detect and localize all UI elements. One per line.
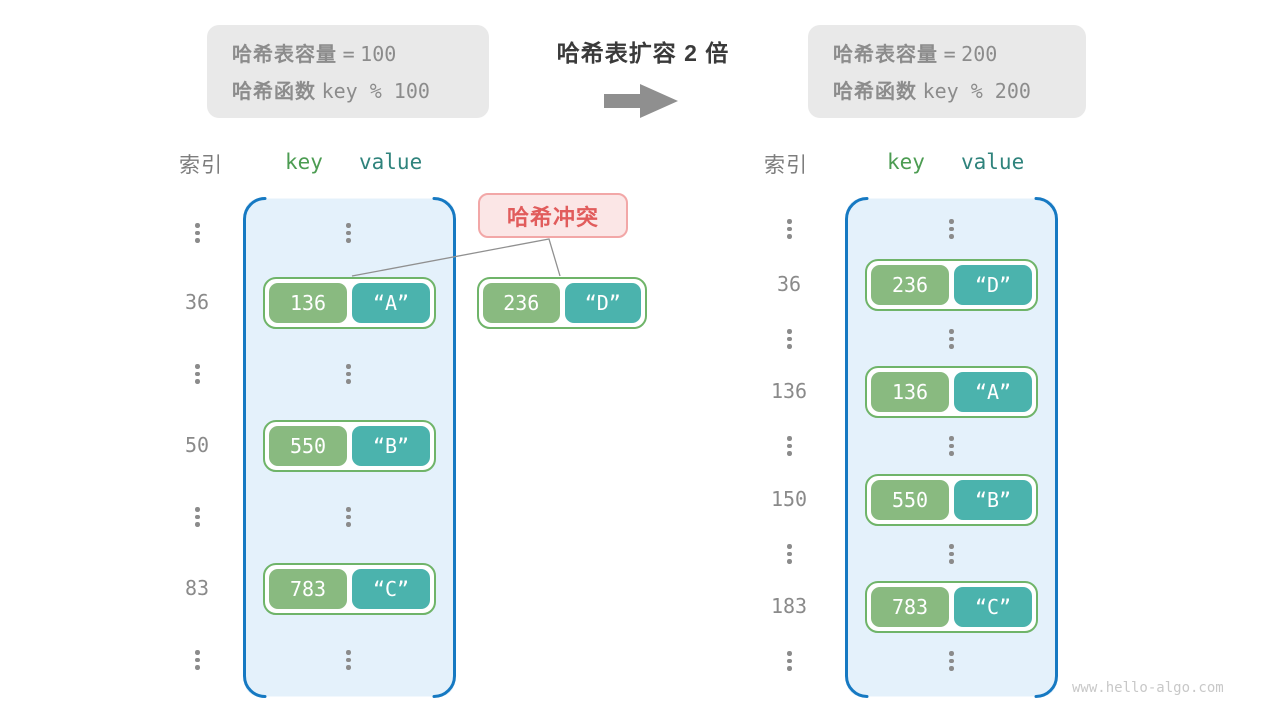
kv-pair: 550 “B”: [865, 474, 1038, 526]
pair-value: “D”: [954, 265, 1032, 305]
hash-fn-line: 哈希函数 key % 200: [833, 73, 1086, 110]
diagram-title: 哈希表扩容 2 倍: [556, 40, 730, 66]
capacity-value: 200: [961, 42, 998, 66]
hash-collision-badge: 哈希冲突: [478, 193, 628, 238]
ellipsis-dots: [346, 507, 351, 530]
pair-value: “C”: [352, 569, 430, 609]
capacity-eq: =: [342, 42, 355, 66]
hash-fn-label: 哈希函数: [232, 81, 316, 103]
ellipsis-dots: [787, 329, 792, 352]
ellipsis-dots: [949, 651, 954, 674]
key-header-right: key: [887, 150, 925, 174]
index-label: 36: [776, 272, 802, 296]
ellipsis-dots: [787, 219, 792, 242]
index-label: 150: [770, 487, 808, 511]
pair-key: 136: [269, 283, 347, 323]
kv-pair: 136 “A”: [263, 277, 436, 329]
index-header-right: 索引: [764, 154, 808, 177]
hash-fn-expr: key % 100: [321, 79, 430, 103]
ellipsis-dots: [195, 507, 200, 530]
index-label: 36: [184, 290, 210, 314]
pair-value: “A”: [352, 283, 430, 323]
kv-pair: 136 “A”: [865, 366, 1038, 418]
pair-value: “C”: [954, 587, 1032, 627]
ellipsis-dots: [195, 223, 200, 246]
ellipsis-dots: [949, 329, 954, 352]
hash-fn-line: 哈希函数 key % 100: [232, 73, 489, 110]
ellipsis-dots: [787, 436, 792, 459]
kv-pair-colliding: 236 “D”: [477, 277, 647, 329]
capacity-box-after: 哈希表容量 = 200 哈希函数 key % 200: [808, 25, 1086, 118]
capacity-eq: =: [943, 42, 956, 66]
pair-key: 136: [871, 372, 949, 412]
ellipsis-dots: [346, 364, 351, 387]
ellipsis-dots: [195, 650, 200, 673]
pair-key: 236: [871, 265, 949, 305]
capacity-value: 100: [360, 42, 397, 66]
pair-value: “D”: [564, 283, 641, 323]
watermark: www.hello-algo.com: [1072, 680, 1224, 696]
pair-key: 783: [269, 569, 347, 609]
ellipsis-dots: [346, 650, 351, 673]
index-label: 183: [770, 594, 808, 618]
index-header-left: 索引: [179, 154, 223, 177]
pair-value: “A”: [954, 372, 1032, 412]
capacity-box-before: 哈希表容量 = 100 哈希函数 key % 100: [207, 25, 489, 118]
ellipsis-dots: [949, 219, 954, 242]
ellipsis-dots: [195, 364, 200, 387]
value-header-left: value: [359, 150, 423, 174]
value-header-right: value: [961, 150, 1025, 174]
key-header-left: key: [285, 150, 323, 174]
index-label: 83: [184, 576, 210, 600]
ellipsis-dots: [346, 223, 351, 246]
kv-pair: 236 “D”: [865, 259, 1038, 311]
capacity-line: 哈希表容量 = 200: [833, 36, 1086, 73]
pair-value: “B”: [954, 480, 1032, 520]
pair-key: 236: [483, 283, 560, 323]
hash-fn-label: 哈希函数: [833, 81, 917, 103]
index-label: 136: [770, 379, 808, 403]
hash-fn-expr: key % 200: [922, 79, 1031, 103]
pair-key: 783: [871, 587, 949, 627]
capacity-label: 哈希表容量: [232, 44, 337, 66]
ellipsis-dots: [787, 544, 792, 567]
kv-pair: 550 “B”: [263, 420, 436, 472]
ellipsis-dots: [787, 651, 792, 674]
right-arrow-icon: [604, 84, 678, 118]
capacity-line: 哈希表容量 = 100: [232, 36, 489, 73]
kv-pair: 783 “C”: [865, 581, 1038, 633]
pair-key: 550: [269, 426, 347, 466]
pair-value: “B”: [352, 426, 430, 466]
ellipsis-dots: [949, 544, 954, 567]
capacity-label: 哈希表容量: [833, 44, 938, 66]
ellipsis-dots: [949, 436, 954, 459]
pair-key: 550: [871, 480, 949, 520]
index-label: 50: [184, 433, 210, 457]
kv-pair: 783 “C”: [263, 563, 436, 615]
